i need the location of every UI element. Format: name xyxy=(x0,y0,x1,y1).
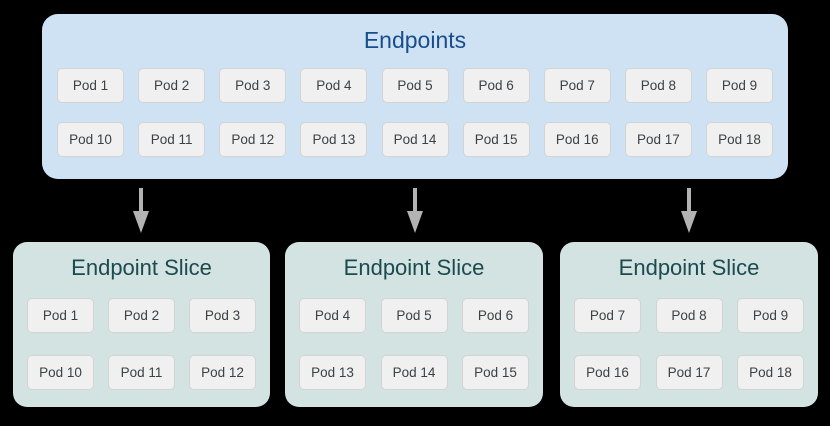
endpoints-title: Endpoints xyxy=(363,27,467,53)
pod-box: Pod 3 xyxy=(219,68,287,103)
slice-pod-row-1: Pod 1 Pod 2 Pod 3 xyxy=(27,298,256,333)
pod-box: Pod 6 xyxy=(462,68,530,103)
endpoint-slice-box-2: Endpoint Slice Pod 4 Pod 5 Pod 6 Pod 13 … xyxy=(285,242,543,407)
pod-box: Pod 7 xyxy=(574,298,641,333)
pod-box: Pod 1 xyxy=(57,68,124,103)
endpoint-slice-title: Endpoint Slice xyxy=(343,255,485,280)
endpoints-pod-row-2: Pod 10 Pod 11 Pod 12 Pod 13 Pod 14 Pod 1… xyxy=(57,122,773,157)
pod-box: Pod 12 xyxy=(219,122,287,157)
pod-box: Pod 5 xyxy=(380,298,448,333)
pod-box: Pod 8 xyxy=(655,298,723,333)
endpoint-slice-title: Endpoint Slice xyxy=(618,255,760,280)
pod-box: Pod 16 xyxy=(574,355,641,390)
slice-pod-row-2: Pod 10 Pod 11 Pod 12 xyxy=(27,355,256,390)
pod-box: Pod 9 xyxy=(737,298,804,333)
down-arrow-icon xyxy=(681,188,697,233)
pod-box: Pod 5 xyxy=(381,68,449,103)
endpoint-slice-title: Endpoint Slice xyxy=(71,255,212,280)
endpoint-slice-box-1: Endpoint Slice Pod 1 Pod 2 Pod 3 Pod 10 … xyxy=(13,242,270,407)
pod-box: Pod 12 xyxy=(189,355,256,390)
pod-box: Pod 17 xyxy=(624,122,692,157)
pod-box: Pod 15 xyxy=(462,355,529,390)
pod-box: Pod 15 xyxy=(462,122,530,157)
pod-box: Pod 18 xyxy=(737,355,804,390)
pod-box: Pod 17 xyxy=(655,355,723,390)
endpoints-pod-row-1: Pod 1 Pod 2 Pod 3 Pod 4 Pod 5 Pod 6 Pod … xyxy=(57,68,773,103)
pod-box: Pod 2 xyxy=(138,68,206,103)
pod-box: Pod 8 xyxy=(624,68,692,103)
pod-box: Pod 14 xyxy=(380,355,448,390)
pod-box: Pod 7 xyxy=(543,68,611,103)
endpoint-slice-box-3: Endpoint Slice Pod 7 Pod 8 Pod 9 Pod 16 … xyxy=(560,242,818,407)
pod-box: Pod 11 xyxy=(138,122,206,157)
pod-box: Pod 16 xyxy=(543,122,611,157)
pod-box: Pod 9 xyxy=(706,68,773,103)
down-arrow-icon xyxy=(407,188,423,233)
pod-box: Pod 11 xyxy=(108,355,175,390)
pod-box: Pod 4 xyxy=(300,68,368,103)
pod-box: Pod 10 xyxy=(27,355,94,390)
pod-box: Pod 18 xyxy=(706,122,773,157)
slice-pod-row-1: Pod 4 Pod 5 Pod 6 xyxy=(299,298,529,333)
pod-box: Pod 14 xyxy=(381,122,449,157)
pod-box: Pod 6 xyxy=(462,298,529,333)
pod-box: Pod 4 xyxy=(299,298,366,333)
pod-box: Pod 3 xyxy=(189,298,256,333)
pod-box: Pod 13 xyxy=(300,122,368,157)
slice-pod-row-1: Pod 7 Pod 8 Pod 9 xyxy=(574,298,804,333)
endpoints-box: Endpoints Pod 1 Pod 2 Pod 3 Pod 4 Pod 5 … xyxy=(42,14,788,179)
down-arrow-icon xyxy=(133,188,149,233)
pod-box: Pod 1 xyxy=(27,298,94,333)
pod-box: Pod 13 xyxy=(299,355,366,390)
slice-pod-row-2: Pod 13 Pod 14 Pod 15 xyxy=(299,355,529,390)
pod-box: Pod 2 xyxy=(108,298,175,333)
pod-box: Pod 10 xyxy=(57,122,124,157)
slice-pod-row-2: Pod 16 Pod 17 Pod 18 xyxy=(574,355,804,390)
